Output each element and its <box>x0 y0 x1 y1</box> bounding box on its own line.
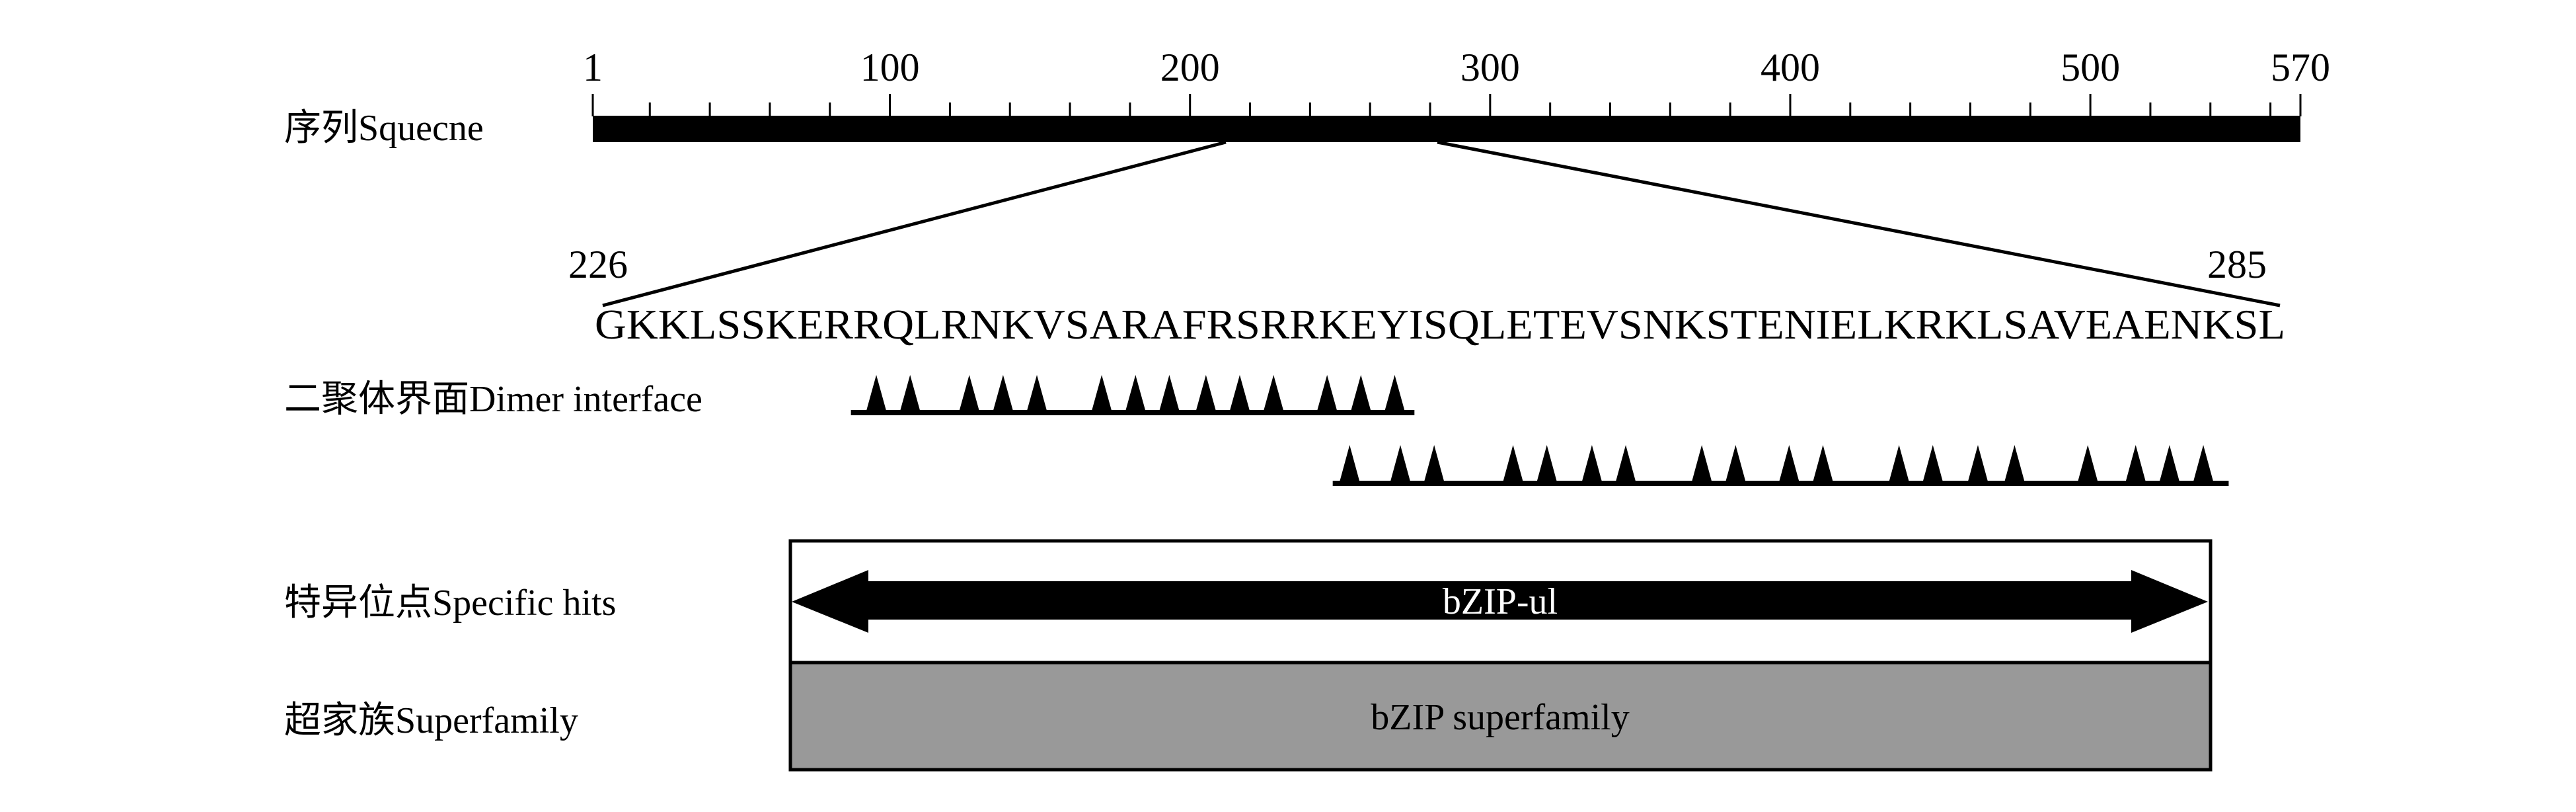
dimer-site-triangle <box>1390 445 1410 481</box>
zoom-start-label: 226 <box>568 243 628 286</box>
dimer-track-2 <box>1332 445 2229 486</box>
dimer-site-triangle <box>1384 375 1405 411</box>
dimer-site-triangle <box>1503 445 1523 481</box>
dimer-site-triangle <box>2125 445 2146 481</box>
dimer-site-triangle <box>1317 375 1338 411</box>
ruler-bar <box>593 116 2300 142</box>
sequence-label: 序列Squecne <box>284 108 484 149</box>
zoom-connector-left <box>602 140 1227 307</box>
dimer-site-triangle <box>1889 445 1909 481</box>
dimer-site-triangle <box>1264 375 1284 411</box>
dimer-site-triangle <box>1692 445 1712 481</box>
dimer-site-triangle <box>959 375 979 411</box>
dimer-interface-label: 二聚体界面Dimer interface <box>284 379 702 420</box>
superfamily-box <box>788 661 2213 772</box>
dimer-site-triangle <box>2004 445 2025 481</box>
dimer-track-line <box>851 410 1415 415</box>
superfamily-label: 超家族Superfamily <box>284 700 578 741</box>
dimer-site-triangle <box>1424 445 1445 481</box>
ruler-tick-label: 300 <box>1460 46 1520 89</box>
specific-hit-label: bZIP-ul <box>1443 581 1558 622</box>
dimer-site-triangle <box>1725 445 1746 481</box>
dimer-site-triangle <box>1195 375 1216 411</box>
bzip-ul-double-arrow <box>792 570 2208 633</box>
ruler-tick-label: 400 <box>1761 46 1820 89</box>
dimer-interface-tracks <box>851 375 2229 486</box>
zoom-connector-right <box>1437 140 2281 307</box>
dimer-site-triangle <box>1351 375 1371 411</box>
dimer-site-triangle <box>2193 445 2214 481</box>
dimer-track-line <box>1332 481 2229 486</box>
dimer-site-triangle <box>1813 445 1833 481</box>
dimer-site-triangle <box>2159 445 2179 481</box>
dimer-site-triangle <box>1340 445 1360 481</box>
ruler-tick-label: 570 <box>2271 46 2330 89</box>
superfamily-domain-label: bZIP superfamily <box>1371 697 1629 738</box>
dimer-site-triangle <box>1536 445 1557 481</box>
zoom-sequence: GKKLSSKERRQLRNKVSARAFRSRRKEYISQLETEVSNKS… <box>595 301 2285 348</box>
ruler-tick-label: 200 <box>1160 46 1220 89</box>
dimer-site-triangle <box>1616 445 1636 481</box>
dimer-site-triangle <box>866 375 887 411</box>
dimer-site-triangle <box>2078 445 2098 481</box>
dimer-site-triangle <box>1922 445 1943 481</box>
sequence-ruler: 1 100 200 300 400 500 570 <box>583 46 2330 142</box>
dimer-site-triangle <box>1027 375 1047 411</box>
dimer-site-triangle <box>1229 375 1250 411</box>
dimer-site-triangle <box>1125 375 1146 411</box>
dimer-site-triangle <box>1779 445 1799 481</box>
dimer-site-triangle <box>900 375 921 411</box>
dimer-track-1 <box>851 375 1415 415</box>
dimer-site-triangle <box>1159 375 1180 411</box>
dimer-site-triangle <box>1581 445 1602 481</box>
dimer-site-triangle <box>1967 445 1988 481</box>
ruler-tick-label: 500 <box>2061 46 2120 89</box>
specific-hits-label: 特异位点Specific hits <box>284 583 616 624</box>
dimer-site-triangle <box>1092 375 1112 411</box>
zoom-end-label: 285 <box>2207 243 2267 286</box>
ruler-tick-label: 100 <box>860 46 920 89</box>
dimer-site-triangle <box>993 375 1013 411</box>
ruler-tick-label: 1 <box>583 46 603 89</box>
